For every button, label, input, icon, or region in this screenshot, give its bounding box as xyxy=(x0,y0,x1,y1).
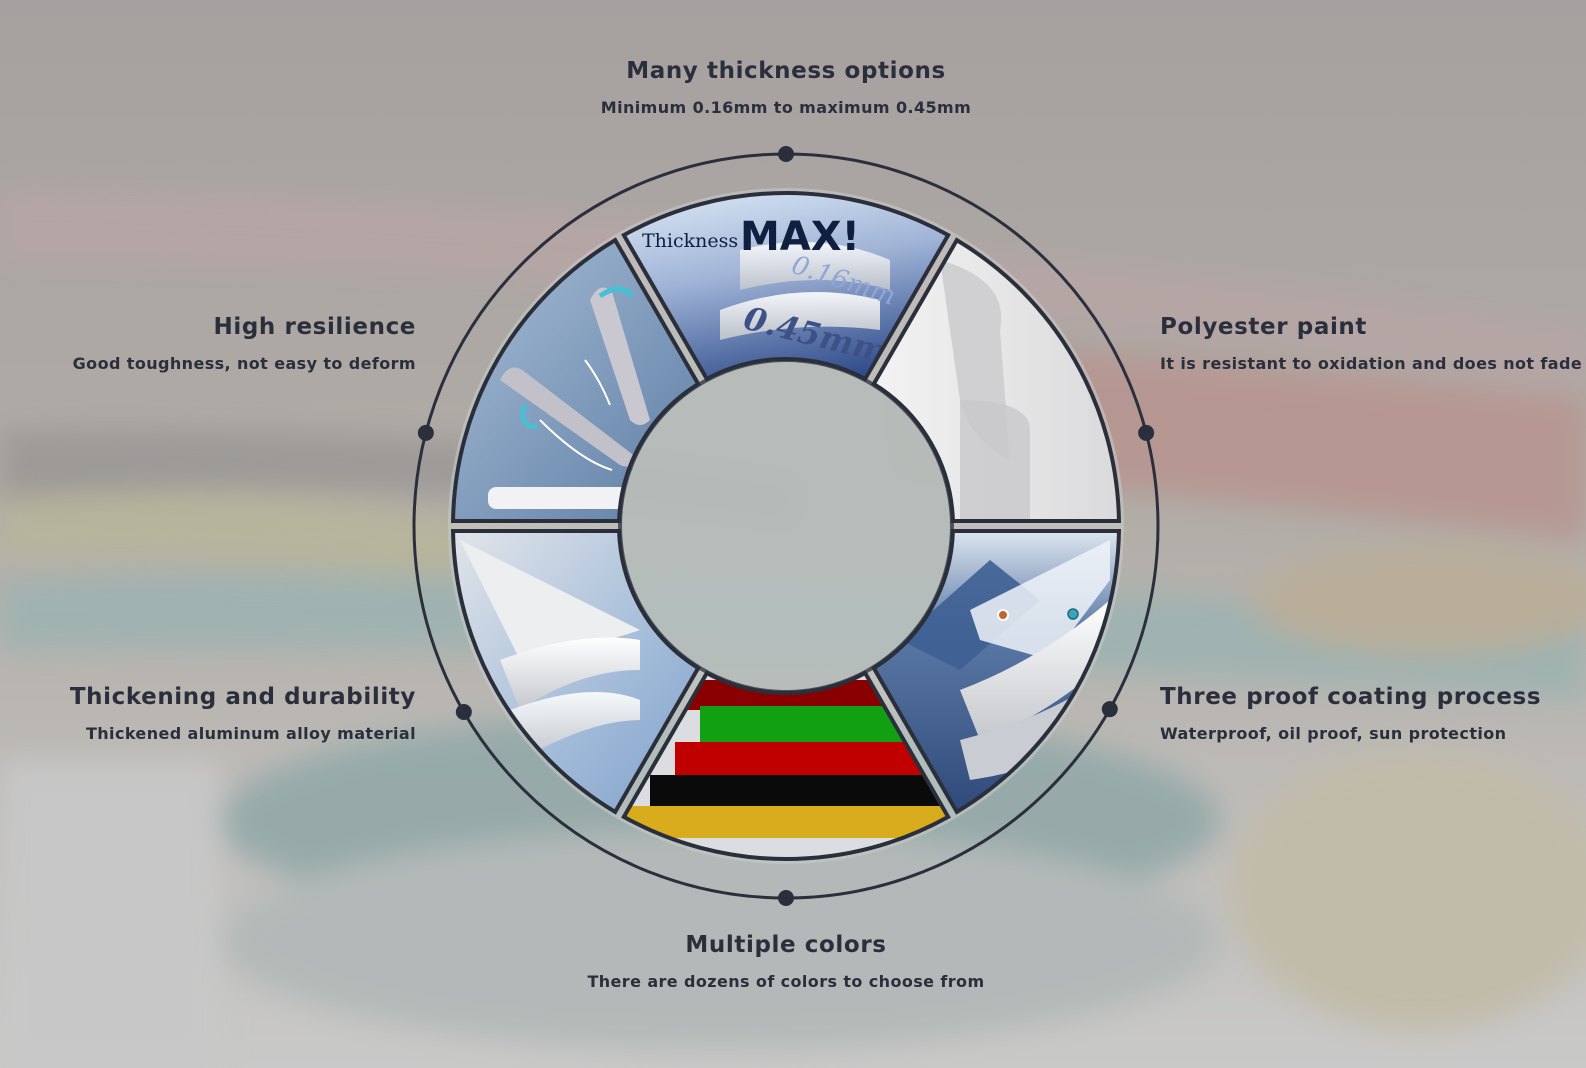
rotate-arrow-icon xyxy=(598,286,634,299)
feature-description: Thickened aluminum alloy material xyxy=(85,724,416,743)
ring-dot-top xyxy=(778,146,794,162)
feature-description: Good toughness, not easy to deform xyxy=(72,354,416,373)
germ-icon xyxy=(1067,608,1079,620)
ring-dot-bottom xyxy=(778,890,794,906)
ring-dot-lower-left xyxy=(455,704,472,720)
ring-dot-upper-left xyxy=(417,424,434,441)
feature-title: Multiple colors xyxy=(685,932,887,958)
feature-title: Thickening and durability xyxy=(69,684,416,710)
color-swatch xyxy=(650,775,949,808)
ring-dot-upper-right xyxy=(1138,424,1155,441)
color-swatch xyxy=(625,806,949,838)
thickness-label-max: MAX! xyxy=(740,214,860,260)
rotate-arrow-icon xyxy=(520,404,538,430)
feature-title: Many thickness options xyxy=(626,58,946,84)
feature-thickening-durability: Thickening and durability Thickened alum… xyxy=(16,684,416,743)
feature-description: There are dozens of colors to choose fro… xyxy=(587,972,985,991)
feature-thickness-options: Many thickness options Minimum 0.16mm to… xyxy=(486,58,1086,117)
feature-multiple-colors: Multiple colors There are dozens of colo… xyxy=(486,932,1086,991)
feature-description: Minimum 0.16mm to maximum 0.45mm xyxy=(600,98,972,117)
feature-title: Polyester paint xyxy=(1160,314,1368,340)
feature-title: High resilience xyxy=(213,314,416,340)
thickness-label-small: Thickness xyxy=(642,230,738,252)
feature-title: Three proof coating process xyxy=(1160,684,1542,710)
center-hole xyxy=(618,358,954,694)
feature-description: Waterproof, oil proof, sun protection xyxy=(1160,724,1507,743)
ring-dot-lower-right xyxy=(1101,701,1118,718)
feature-high-resilience: High resilience Good toughness, not easy… xyxy=(16,314,416,373)
oil-drop-icon xyxy=(997,609,1009,621)
feature-polyester-paint: Polyester paint It is resistant to oxida… xyxy=(1160,314,1586,373)
feature-description: It is resistant to oxidation and does no… xyxy=(1160,354,1583,373)
feature-three-proof-coating: Three proof coating process Waterproof, … xyxy=(1160,684,1586,743)
